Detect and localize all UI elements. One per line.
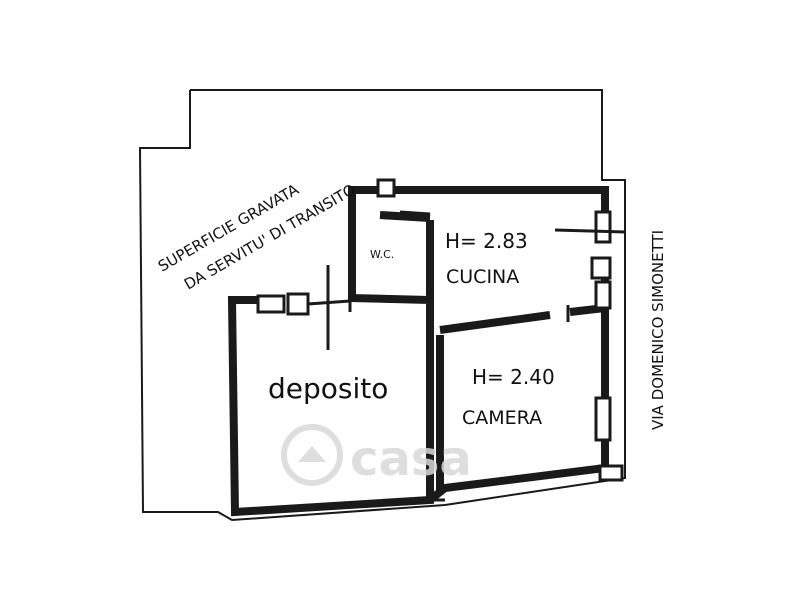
lot-boundary xyxy=(138,89,626,522)
opening-lines xyxy=(307,210,626,502)
street-label: VIA DOMENICO SIMONETTI xyxy=(649,230,667,430)
building-walls xyxy=(227,186,609,517)
openings xyxy=(256,178,624,482)
storage-label: deposito xyxy=(268,372,388,405)
watermark-text: casa xyxy=(350,431,472,487)
bedroom-label: CAMERA xyxy=(462,407,542,429)
house-icon xyxy=(281,424,343,486)
kitchen-height-label: H= 2.83 xyxy=(445,229,528,253)
kitchen-label: CUCINA xyxy=(446,266,519,288)
wc-label: W.C. xyxy=(370,248,394,261)
watermark: casa xyxy=(281,424,472,487)
bedroom-height-label: H= 2.40 xyxy=(472,365,555,389)
